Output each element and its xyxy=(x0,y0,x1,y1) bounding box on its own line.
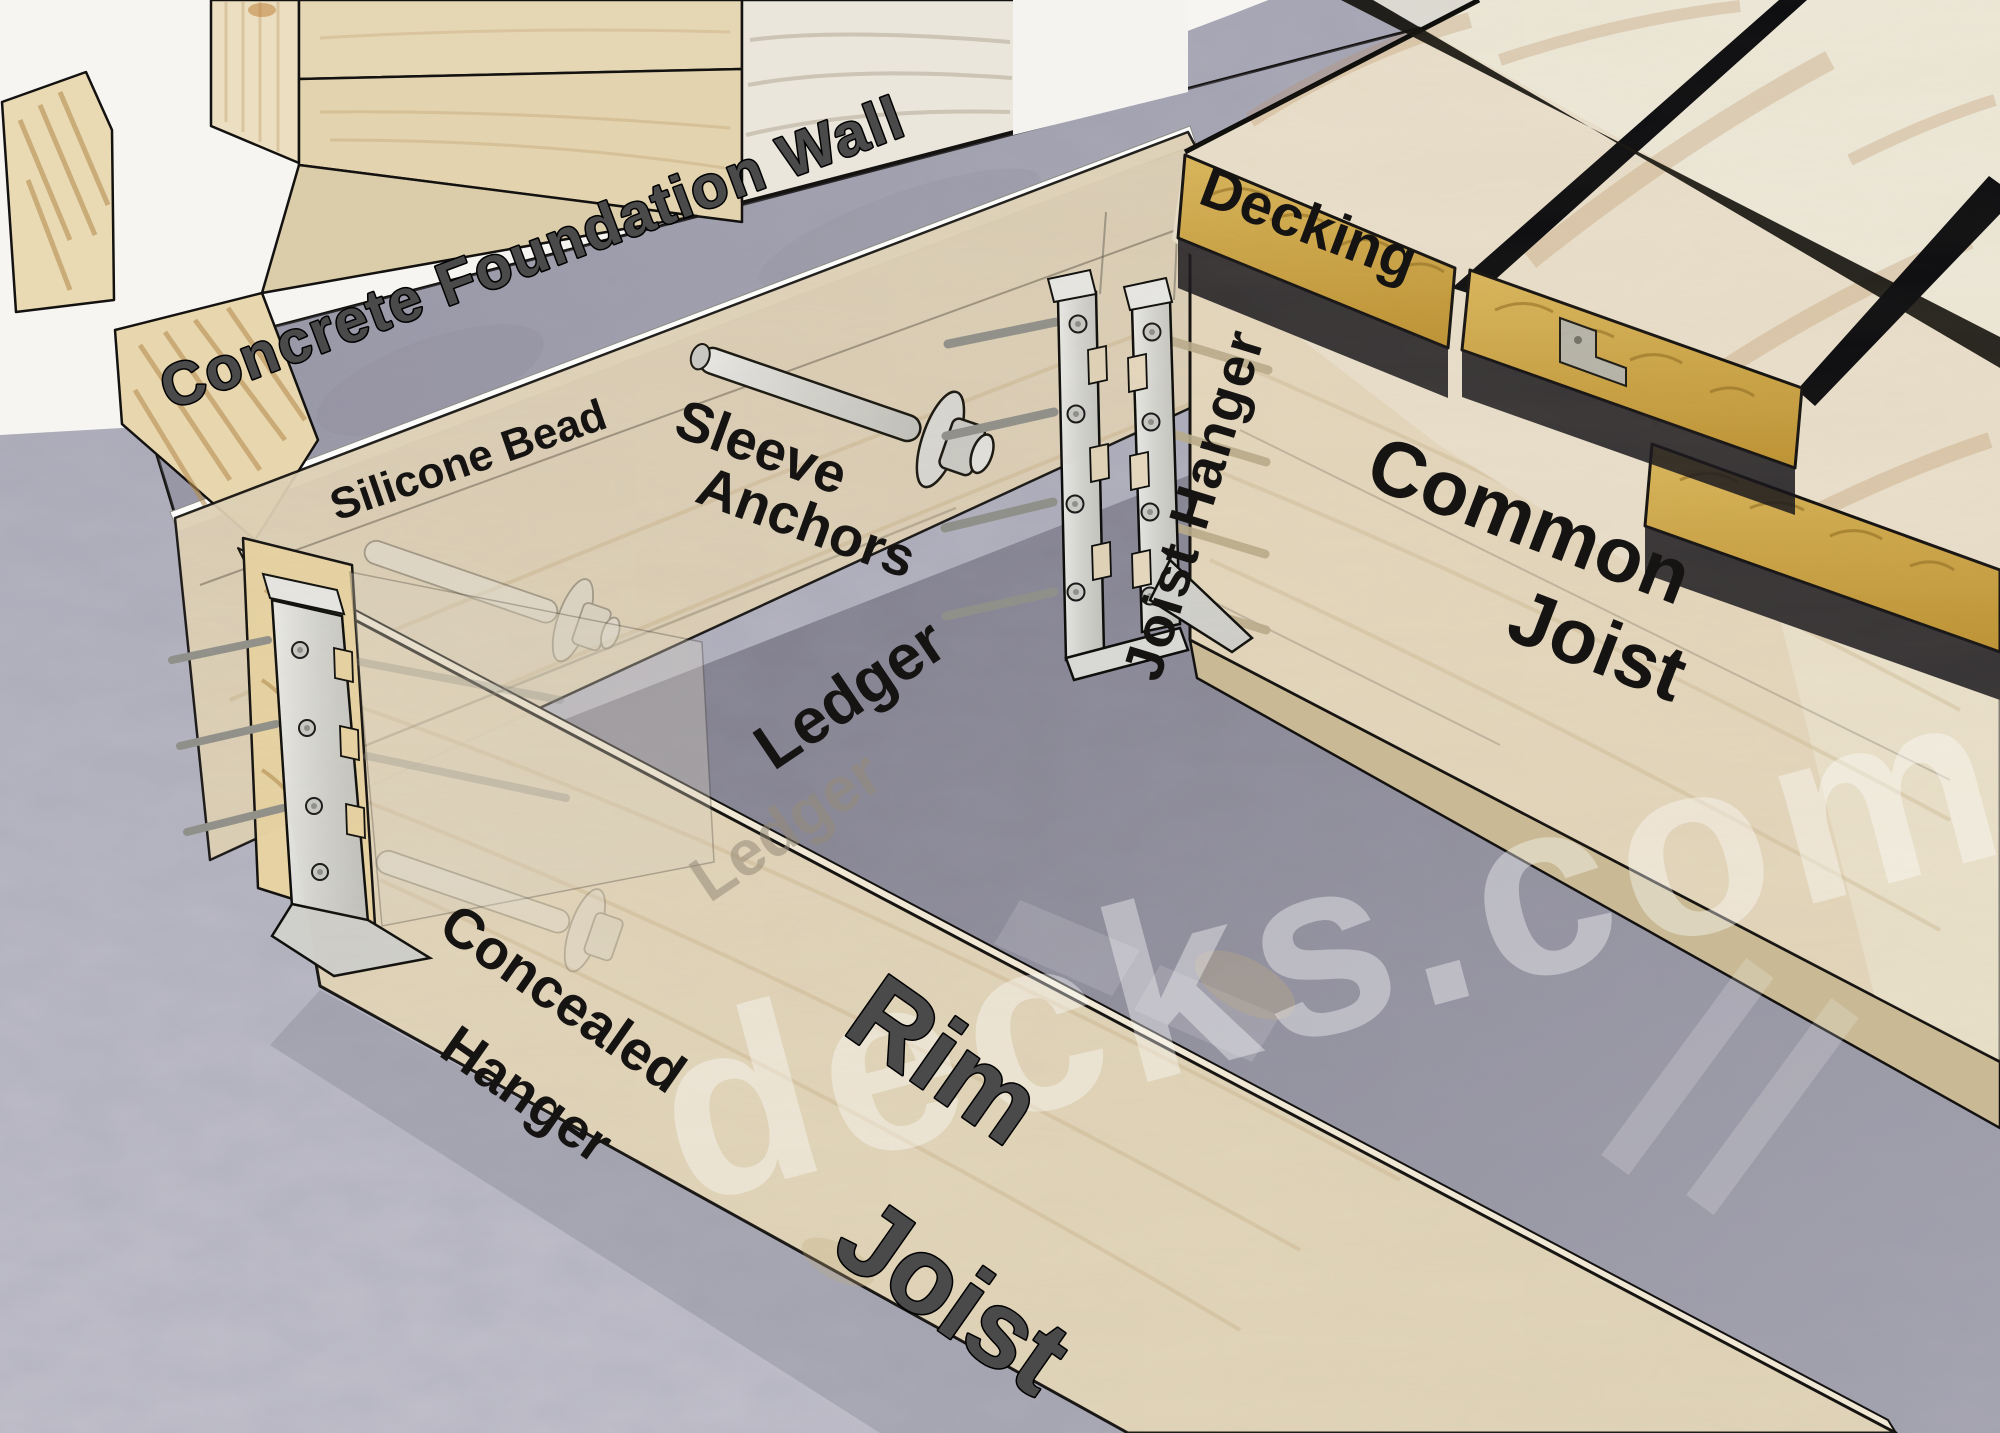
rim-joist-ground-shadow xyxy=(270,990,1130,1433)
upper-beam-end-grain xyxy=(0,70,116,314)
top-plate-lower xyxy=(297,67,744,224)
wall-stud xyxy=(209,0,301,165)
top-plate-upper xyxy=(297,0,744,81)
sky-sliver xyxy=(1013,0,1188,135)
hanger-seat xyxy=(1064,626,1190,682)
wall-framing-assembly xyxy=(0,0,1188,542)
sill-beam xyxy=(113,163,699,542)
